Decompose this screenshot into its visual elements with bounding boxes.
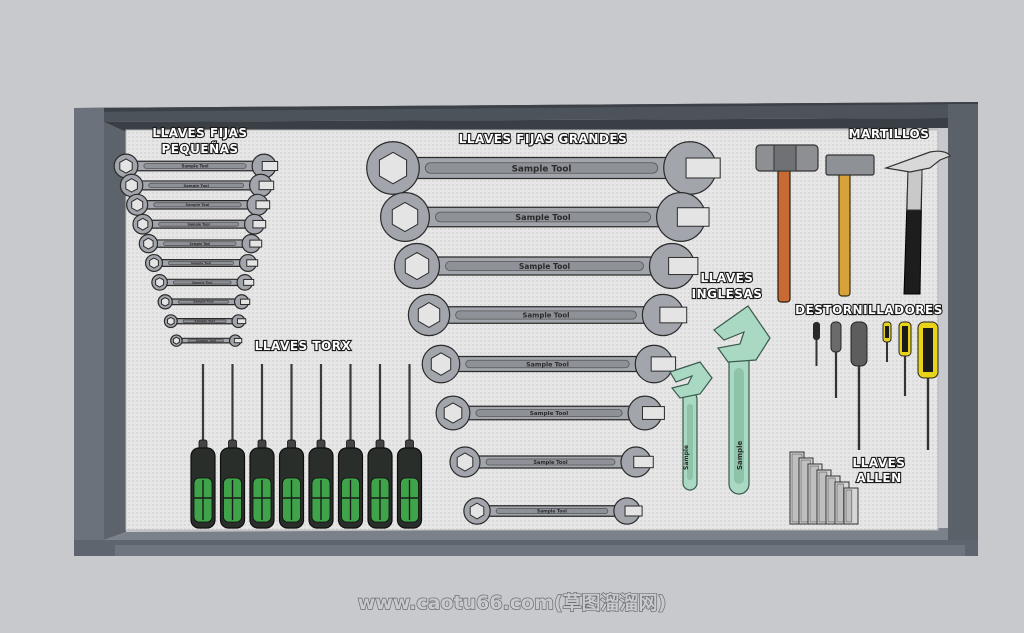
board-labels: LLAVES FIJAS PEQUEÑAS LLAVES FIJAS GRAND… (151, 125, 943, 486)
large-wrench-1-stamp: Sample Tool (512, 164, 572, 174)
screwdriver-2 (830, 321, 842, 398)
torx-driver-5 (308, 364, 334, 529)
small-wrench-9: Sample Tool (163, 314, 247, 329)
torx-driver-8 (396, 364, 423, 529)
torx-driver-3 (249, 364, 275, 529)
sledge-hammer (755, 144, 819, 303)
large-wrench-8-stamp: Sample Tool (537, 509, 567, 515)
large-wrench-6: Sample Tool (435, 395, 665, 431)
screwdriver-group (813, 321, 939, 450)
small-wrench-4: Sample Tool (132, 213, 267, 235)
large-wrench-8: Sample Tool (463, 497, 643, 525)
label-adjustable-line2: INGLESAS (692, 287, 763, 301)
small-wrench-7-stamp: Sample Tool (192, 280, 212, 284)
small-wrench-10: Sample Tool (170, 334, 243, 347)
small-wrench-1-stamp: Sample Tool (181, 164, 209, 169)
large-wrench-6-stamp: Sample Tool (530, 411, 568, 417)
small-wrench-6-stamp: Sample Tool (191, 261, 211, 265)
large-wrench-7-stamp: Sample Tool (533, 460, 567, 466)
label-allen-line1: LLAVES (853, 456, 906, 470)
small-wrench-4-stamp: Sample Tool (187, 222, 209, 226)
adjustable-wrench-small: Sample (669, 361, 713, 491)
large-wrench-2-stamp: Sample Tool (515, 212, 571, 222)
screwdriver-1 (813, 322, 820, 366)
large-wrench-2: Sample Tool (380, 192, 710, 242)
large-wrench-7: Sample Tool (449, 446, 654, 478)
small-wrench-7: Sample Tool (151, 274, 255, 291)
screwdriver-4 (882, 321, 892, 362)
allen-key-7 (843, 487, 859, 525)
screwdriver-3 (850, 321, 868, 450)
small-wrench-2: Sample Tool (119, 173, 275, 198)
label-screwdrivers: DESTORNILLADORES (795, 303, 943, 317)
torx-driver-6 (337, 364, 364, 529)
board-frame (74, 102, 978, 556)
large-wrench-4: Sample Tool (407, 293, 688, 337)
large-wrench-3-stamp: Sample Tool (519, 262, 570, 271)
torx-driver-4 (278, 364, 305, 529)
small-wrench-9-stamp: Sample Tool (194, 319, 214, 323)
adjustable-small-stamp: Sample (683, 445, 690, 470)
small-wrench-3: Sample Tool (126, 193, 271, 216)
torx-driver-2 (219, 364, 246, 529)
large-wrench-1: Sample Tool (366, 141, 721, 195)
large-wrench-5: Sample Tool (421, 344, 677, 384)
club-hammer (825, 154, 875, 297)
claw-hammer (883, 150, 951, 295)
adjustable-large-stamp: Sample (736, 441, 744, 470)
watermark: www.caotu66.com(草图溜溜网) (358, 591, 667, 614)
torx-driver-1 (190, 364, 216, 529)
adjustable-wrench-large: Sample (713, 305, 771, 495)
label-adjustable-line1: LLAVES (701, 271, 754, 285)
large-wrench-5-stamp: Sample Tool (526, 361, 569, 368)
large-wrench-3: Sample Tool (393, 242, 699, 290)
torx-driver-group (190, 364, 423, 529)
small-wrench-6: Sample Tool (144, 253, 259, 273)
small-wrench-10-stamp: Sample Tool (196, 338, 216, 342)
screwdriver-5 (898, 321, 912, 396)
label-allen-line2: ALLEN (856, 471, 901, 485)
label-hammers: MARTILLOS (849, 127, 930, 141)
small-wrench-5-stamp: Sample Tool (189, 242, 210, 246)
small-wrench-2-stamp: Sample Tool (183, 184, 208, 188)
torx-driver-7 (367, 364, 393, 529)
screwdriver-6 (917, 321, 939, 450)
small-wrench-3-stamp: Sample Tool (185, 203, 209, 207)
small-wrench-8: Sample Tool (157, 294, 251, 310)
label-large-wrenches: LLAVES FIJAS GRANDES (459, 132, 628, 146)
small-wrench-8-stamp: Sample Tool (193, 300, 213, 304)
label-torx: LLAVES TORX (255, 339, 352, 353)
label-small-wrenches-line2: PEQUEÑAS (161, 141, 238, 156)
hammer-group (755, 144, 951, 303)
allen-key-group (789, 451, 859, 525)
adjustable-wrench-group: Sample Sample (669, 305, 771, 495)
small-wrench-5: Sample Tool (138, 233, 263, 254)
label-small-wrenches-line1: LLAVES FIJAS (152, 126, 247, 140)
large-wrench-4-stamp: Sample Tool (523, 312, 570, 320)
